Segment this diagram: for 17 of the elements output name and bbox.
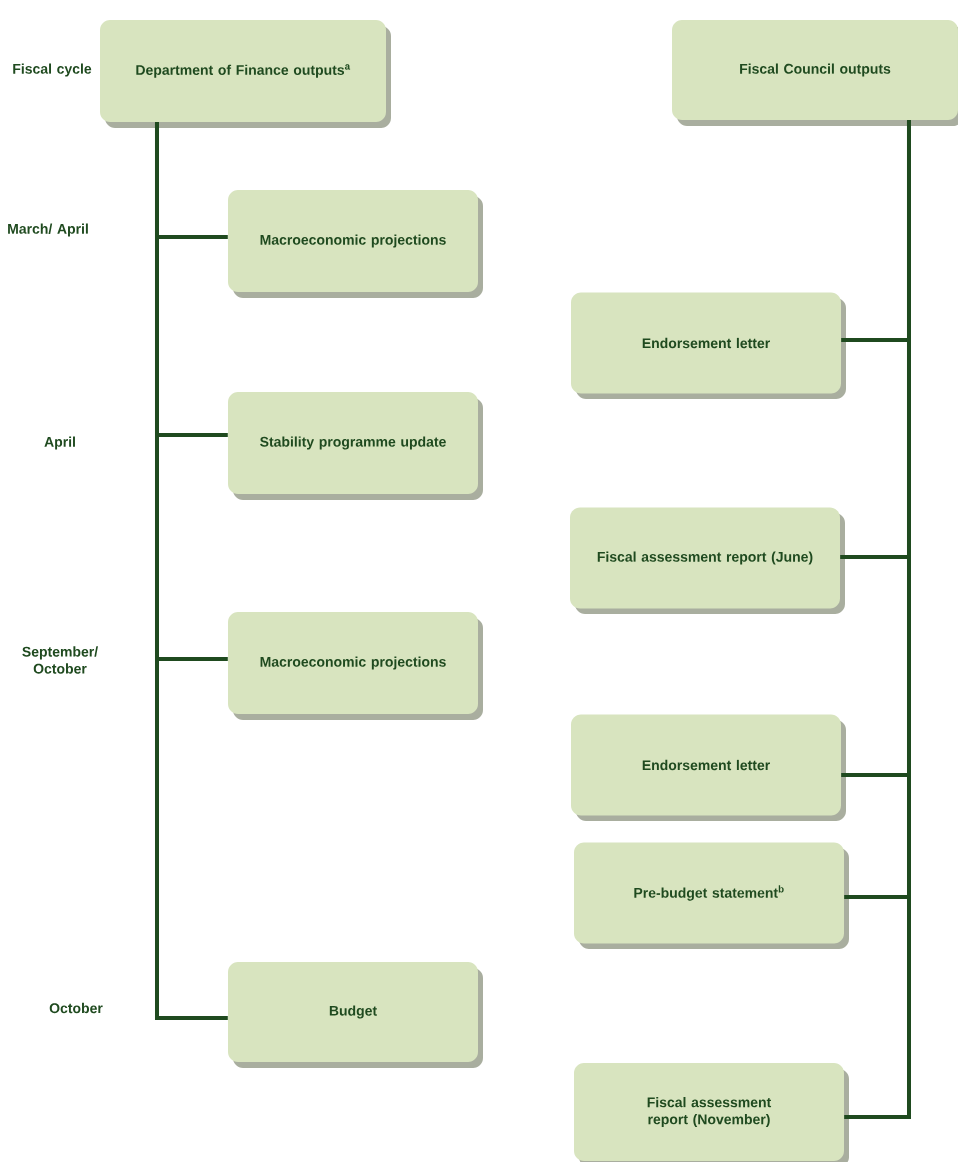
output-box: Macroeconomic projections	[228, 612, 483, 720]
cycle-label: March/ April	[8, 223, 88, 237]
output-box: Pre-budget statement$^{b}$	[574, 842, 849, 949]
output-box: Fiscal assessment report (November)	[574, 1063, 849, 1162]
cycle-label: April	[44, 436, 75, 450]
connector-line	[844, 120, 911, 1119]
output-box: Endorsement letter	[571, 292, 846, 399]
output-box: Macroeconomic projections	[228, 190, 483, 298]
cycle-label: September/ October	[22, 646, 98, 674]
output-box: Budget	[228, 962, 483, 1068]
output-box: Fiscal assessment report (June)	[570, 507, 845, 614]
output-box: Department of Finance outputs$^{a}$	[100, 20, 391, 128]
connector-line	[155, 122, 228, 1020]
output-box: Stability programme update	[228, 392, 483, 500]
output-box: Endorsement letter	[571, 714, 846, 821]
cycle-label: October	[49, 1002, 103, 1014]
output-box: Fiscal Council outputs	[672, 20, 958, 126]
